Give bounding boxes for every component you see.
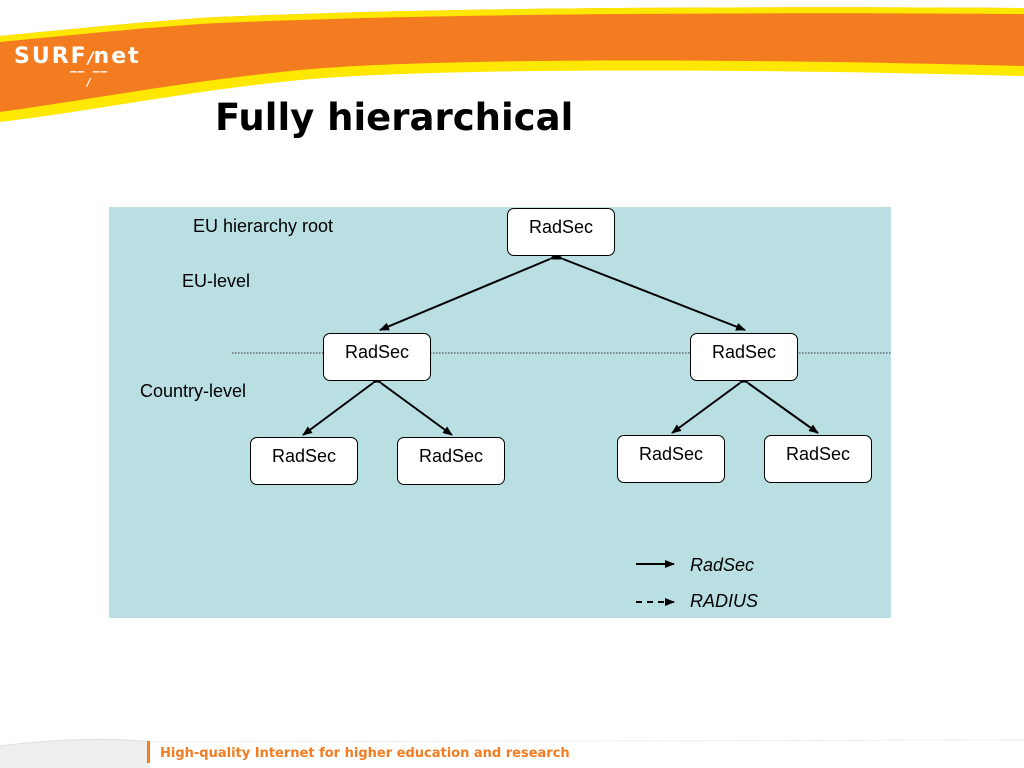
node-country-1-radsec: RadSec [250, 437, 358, 485]
edge-root-eu-right [553, 252, 746, 331]
node-country-2-radsec: RadSec [397, 437, 505, 485]
node-country-3-radsec: RadSec [617, 435, 725, 483]
surfnet-logo: SURF/net [14, 44, 141, 69]
page-title: Fully hierarchical [215, 96, 574, 139]
label-country-level: Country-level [140, 381, 247, 401]
edge-root-eu-left [379, 251, 560, 331]
footer-swoosh [0, 738, 1024, 768]
logo-main: SURF [14, 44, 88, 69]
diagram-panel: EU hierarchy root EU-level Country-level… [109, 207, 891, 618]
footer-tagline: High-quality Internet for higher educati… [160, 746, 570, 761]
edge-eu-left-country-1 [302, 374, 383, 436]
footer-accent-bar [147, 741, 150, 763]
legend-radius-label: RADIUS [690, 591, 759, 611]
logo-dashes-decoration: –– –– / [70, 65, 109, 89]
logo-slash: / [87, 48, 94, 67]
label-eu-level: EU-level [182, 271, 251, 291]
diagram-connectors [232, 251, 891, 606]
node-eu-left-radsec: RadSec [323, 333, 431, 381]
edge-eu-left-country-2 [371, 374, 453, 436]
legend-radsec-label: RadSec [690, 555, 755, 575]
node-eu-right-radsec: RadSec [690, 333, 798, 381]
logo-suffix: net [93, 44, 141, 69]
node-country-4-radsec: RadSec [764, 435, 872, 483]
edge-eu-right-country-4 [738, 374, 819, 434]
label-eu-hierarchy-root: EU hierarchy root [193, 216, 334, 236]
edge-eu-right-country-3 [671, 374, 750, 434]
node-root-radsec: RadSec [507, 208, 615, 256]
header-band [0, 0, 1024, 122]
